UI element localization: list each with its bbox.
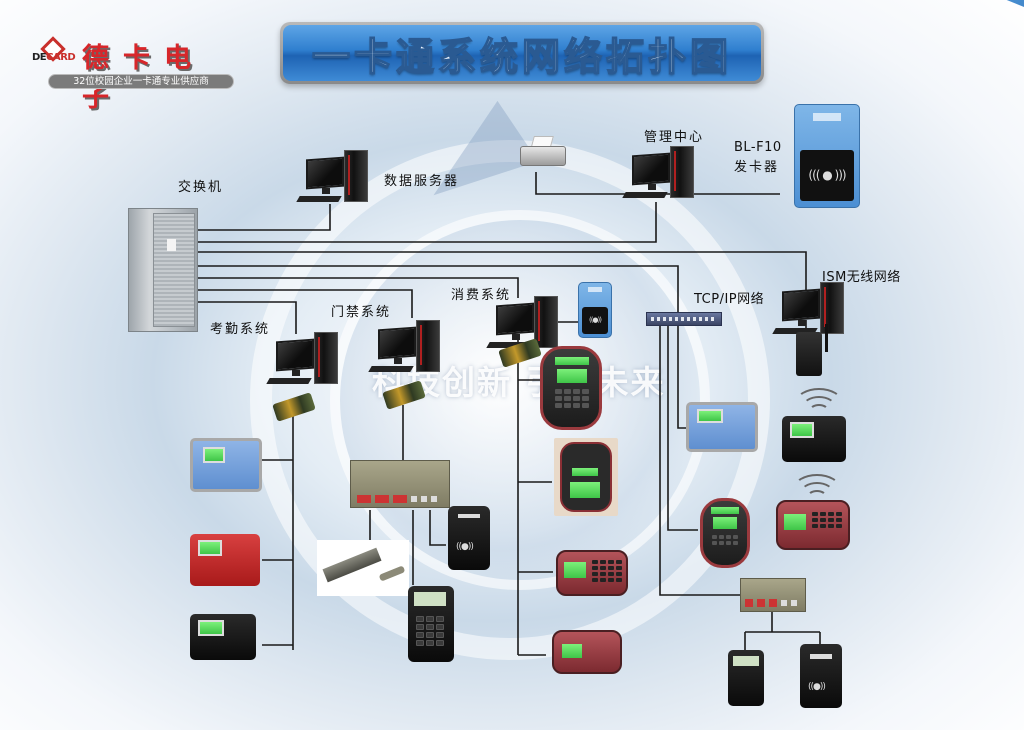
ism-pc-icon: [772, 282, 854, 340]
line-tcpip: [198, 265, 679, 312]
network-switch-icon: [646, 312, 722, 326]
card-issuer-device-icon: ((( ● ))): [794, 104, 860, 208]
tcpip-pos-terminal: [700, 498, 750, 568]
line-printer-mgmt-issuer: [535, 172, 780, 195]
label-tcpip: TCP/IP网络: [694, 292, 765, 307]
label-access-control: 门禁系统: [331, 305, 392, 320]
swirl-ring-inner: [330, 210, 710, 590]
access-controller-icon: [350, 460, 450, 508]
title-banner: 一卡通系统网络拓扑图: [280, 22, 764, 84]
consumption-dual-screen-terminal: [554, 438, 618, 516]
access-card-reader-icon: ((●)): [448, 506, 490, 570]
decard-logo-icon: DECARD: [32, 36, 76, 66]
line-access: [198, 289, 413, 318]
printer-icon: [520, 136, 566, 168]
label-data-server: 数据服务器: [384, 174, 460, 189]
consumption-pc-icon: [486, 296, 568, 354]
wireless-signal-icon: [794, 388, 844, 414]
consumption-card-reader-icon: ((●)): [578, 282, 612, 338]
data-server-pc-icon: [296, 150, 378, 208]
company-logo: DECARD 德卡电子 32位校园企业一卡通专业供应商: [30, 36, 240, 113]
consumption-pos-terminal: [540, 346, 602, 430]
label-switch-cabinet: 交换机: [178, 180, 224, 195]
attendance-terminal-black: [190, 614, 256, 660]
electric-lock-icon: [317, 540, 409, 596]
tcpip-terminal-blue: [686, 402, 758, 452]
page-title: 一卡通系统网络拓扑图: [311, 34, 732, 80]
logo-slogan: 32位校园企业一卡通专业供应商: [48, 74, 234, 89]
ism-consumption-terminal: [776, 500, 850, 550]
attendance-pc-icon: [266, 332, 348, 390]
line-ism: [198, 251, 807, 290]
ism-attendance-terminal: [782, 416, 846, 462]
line-attendance: [198, 301, 297, 334]
attendance-terminal-blue: [190, 438, 262, 492]
tcpip-keypad-reader-icon: [728, 650, 764, 706]
switch-cabinet-icon: [128, 208, 198, 332]
label-card-issuer-model: BL-F10: [734, 140, 782, 155]
consumption-keypad-terminal: [556, 550, 628, 596]
management-pc-icon: [622, 146, 704, 204]
consumption-card-terminal: [552, 630, 622, 674]
ism-wireless-base-station-icon: [796, 324, 828, 376]
logo-brand-cn: 德卡电子: [82, 43, 205, 113]
tcpip-controller-icon: [740, 578, 806, 612]
wireless-signal-icon: [792, 474, 842, 500]
access-pc-icon: [368, 320, 450, 378]
label-consumption: 消费系统: [451, 288, 512, 303]
label-management-center: 管理中心: [644, 130, 705, 145]
tcpip-card-reader-icon: ((●)): [800, 644, 842, 708]
label-ism-wireless: ISM无线网络: [822, 270, 901, 285]
line-management: [198, 202, 657, 243]
attendance-terminal-red: [190, 534, 260, 586]
line-consumption: [198, 277, 519, 298]
label-card-issuer: 发卡器: [734, 160, 780, 175]
label-attendance: 考勤系统: [210, 322, 271, 337]
access-keypad-reader-icon: [408, 586, 454, 662]
logo-brand-en: DECARD: [32, 52, 76, 63]
line-data-server: [198, 204, 331, 231]
